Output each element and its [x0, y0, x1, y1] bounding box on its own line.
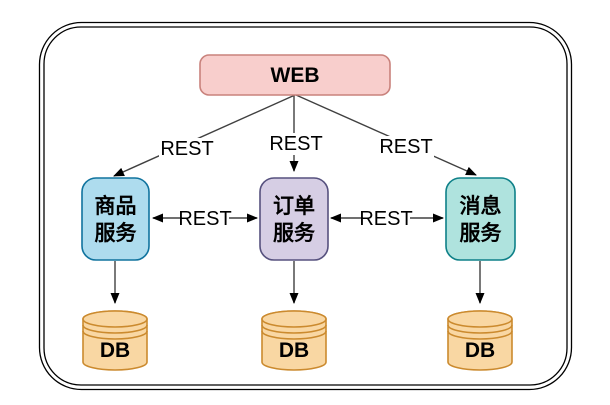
product-service-label-line2: 服务 [95, 221, 138, 245]
db-cylinder-product: DB [82, 310, 148, 371]
web-node: WEB [199, 54, 391, 96]
label-bg [363, 207, 410, 228]
order-service-label-line1: 订单 [273, 194, 315, 218]
db-ring [82, 330, 148, 340]
db-ring [261, 330, 327, 340]
label-bg [159, 138, 215, 160]
db-ring [447, 324, 513, 334]
rest-label-web-message: REST [379, 136, 432, 158]
service-node-message: 消息 服务 [445, 177, 516, 261]
product-service-label-line1: 商品 [95, 194, 137, 218]
label-bg [182, 207, 229, 228]
db-label: DB [100, 339, 130, 362]
service-node-order: 订单 服务 [259, 177, 329, 261]
web-node-box [199, 54, 391, 96]
label-bg [379, 136, 434, 158]
db-ring [82, 324, 148, 334]
db-label: DB [279, 339, 309, 362]
product-service-box [81, 177, 150, 261]
edge-web-to-product [113, 94, 296, 177]
db-label: DB [465, 339, 495, 362]
rest-label-product-order: REST [178, 208, 231, 230]
service-node-product: 商品 服务 [81, 177, 150, 261]
web-node-label: WEB [271, 64, 320, 87]
edge-labels: REST REST REST REST REST [159, 133, 434, 230]
rest-label-web-order: REST [269, 133, 322, 155]
diagram-inner-frame [43, 26, 568, 386]
db-cylinder-lid [447, 310, 513, 328]
rest-label-order-message: REST [359, 208, 412, 230]
order-service-label-line2: 服务 [273, 221, 316, 245]
rest-label-web-product: REST [160, 138, 213, 160]
db-ring [447, 330, 513, 340]
message-service-label-line1: 消息 [460, 194, 502, 218]
edge-web-to-message [295, 94, 477, 176]
diagram-outer-frame [38, 21, 573, 391]
db-cylinder-message: DB [447, 310, 513, 371]
db-cylinder-lid [82, 310, 148, 328]
label-bg [269, 133, 324, 155]
db-cylinder-order: DB [261, 310, 327, 371]
db-ring [261, 324, 327, 334]
db-cylinder-lid [261, 310, 327, 328]
order-service-box [259, 177, 329, 261]
message-service-box [445, 177, 516, 261]
message-service-label-line2: 服务 [460, 221, 503, 245]
